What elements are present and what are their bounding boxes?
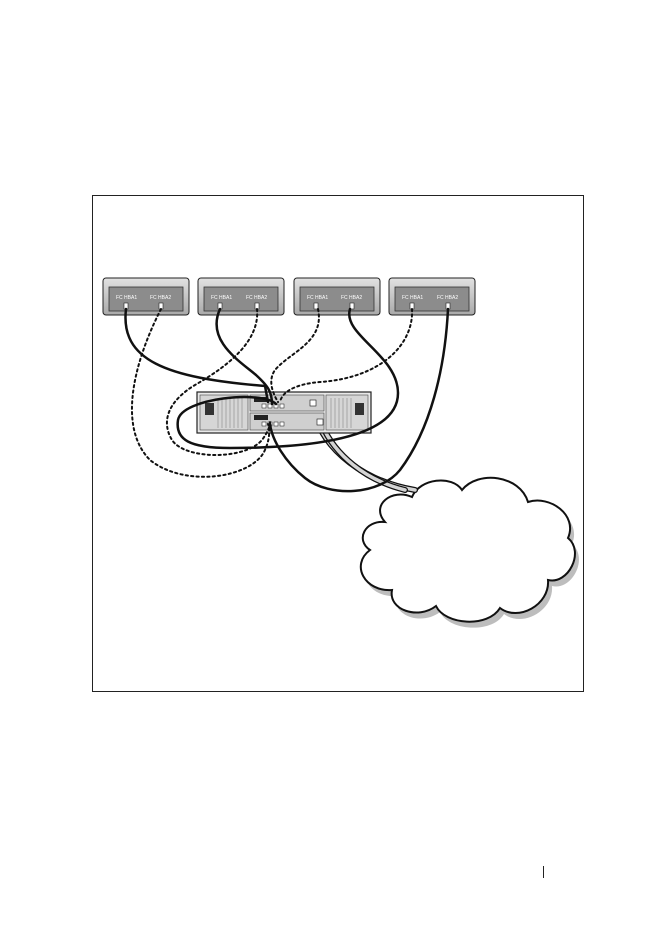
hba1-label: FC HBA1 <box>116 295 137 301</box>
host-server-4: FC HBA1 FC HBA2 <box>389 278 475 315</box>
hba1-label: FC HBA1 <box>307 295 328 301</box>
hba1-port <box>314 303 318 309</box>
hba1-label: FC HBA1 <box>402 295 423 301</box>
host-server-2: FC HBA1 FC HBA2 <box>198 278 284 315</box>
page-number-marker <box>543 866 544 878</box>
hba2-label: FC HBA2 <box>246 295 267 301</box>
host-server-1: FC HBA1 FC HBA2 <box>103 278 189 315</box>
host-server-3: FC HBA1 FC HBA2 <box>294 278 380 315</box>
hba2-label: FC HBA2 <box>437 295 458 301</box>
network-cloud-icon <box>361 478 579 628</box>
hba1-label: FC HBA1 <box>211 295 232 301</box>
hba2-label: FC HBA2 <box>150 295 171 301</box>
hba2-label: FC HBA2 <box>341 295 362 301</box>
